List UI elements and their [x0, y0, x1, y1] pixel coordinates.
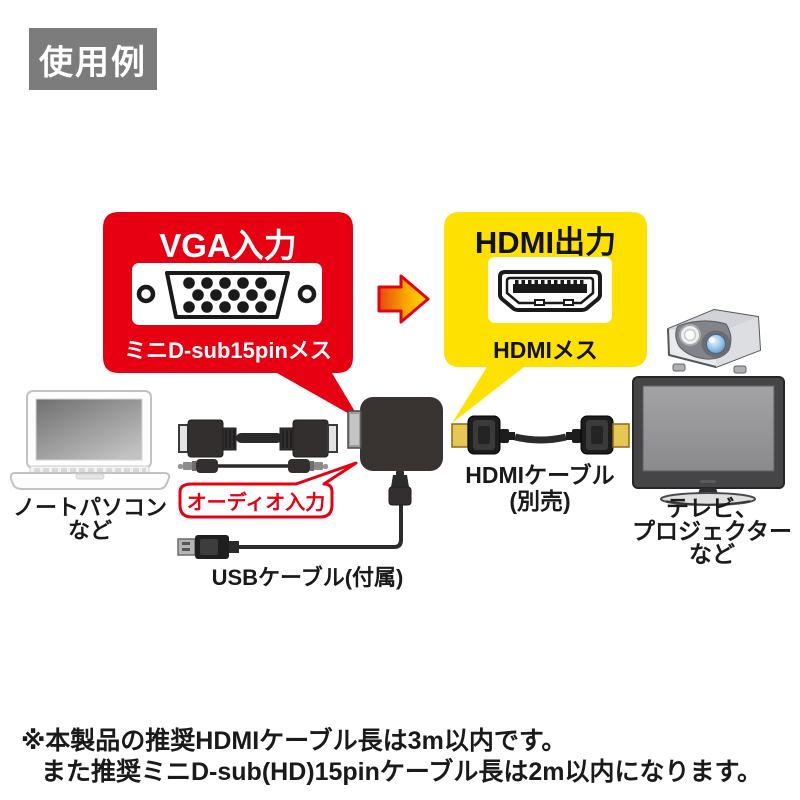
vga-callout-subtitle: ミニD-sub15pinメス	[124, 338, 332, 363]
display-device-label: テレビ、 プロジェクター など	[617, 497, 800, 566]
laptop-label-line2: など	[67, 518, 112, 544]
laptop-label: ノートパソコン など	[5, 496, 175, 543]
audio-cable-illustration	[178, 459, 328, 473]
hdmi-connector-icon	[498, 270, 602, 312]
hdmi-callout-subtitle: HDMIメス	[493, 337, 598, 363]
vga-connector-icon	[136, 271, 317, 319]
vga-cable-illustration	[178, 419, 338, 458]
usb-cable-label: USBケーブル(付属)	[211, 565, 404, 590]
display-label-line2: プロジェクター	[631, 518, 793, 544]
vga-callout-bubble	[103, 212, 360, 420]
vga-callout-title: VGA入力	[159, 227, 297, 264]
audio-callout-bubble	[178, 461, 358, 519]
hdmi-callout-bubble	[444, 212, 647, 423]
converter-illustration	[347, 397, 443, 471]
projector-main-lens	[706, 334, 726, 354]
arrow-right-icon	[377, 274, 430, 324]
usb-cable-illustration	[177, 471, 412, 559]
audio-input-label: オーディオ入力	[186, 492, 326, 514]
display-label-line3: など	[689, 541, 735, 567]
footnote-line1: ※本製品の推奨HDMIケーブル長は3m以内です。	[21, 727, 567, 755]
hdmi-cable-label: HDMIケーブル (別売)	[450, 462, 630, 515]
tv-illustration	[632, 376, 785, 506]
hdmi-cable-illustration	[451, 415, 630, 455]
hdmi-callout-title: HDMI出力	[474, 225, 617, 260]
laptop-illustration	[9, 390, 171, 490]
hdmi-cable-label-line1: HDMIケーブル	[465, 462, 615, 488]
projector-illustration	[667, 309, 761, 374]
display-label-line1: テレビ、	[666, 495, 758, 521]
laptop-label-line1: ノートパソコン	[12, 495, 167, 520]
footnote: ※本製品の推奨HDMIケーブル長は3m以内です。 また推奨ミニD-sub(HD)…	[21, 726, 762, 787]
title-badge: 使用例	[29, 28, 157, 90]
hdmi-cable-label-line2: (別売)	[509, 487, 571, 514]
footnote-line2: また推奨ミニD-sub(HD)15pinケーブル長は2m以内になります。	[41, 757, 763, 786]
